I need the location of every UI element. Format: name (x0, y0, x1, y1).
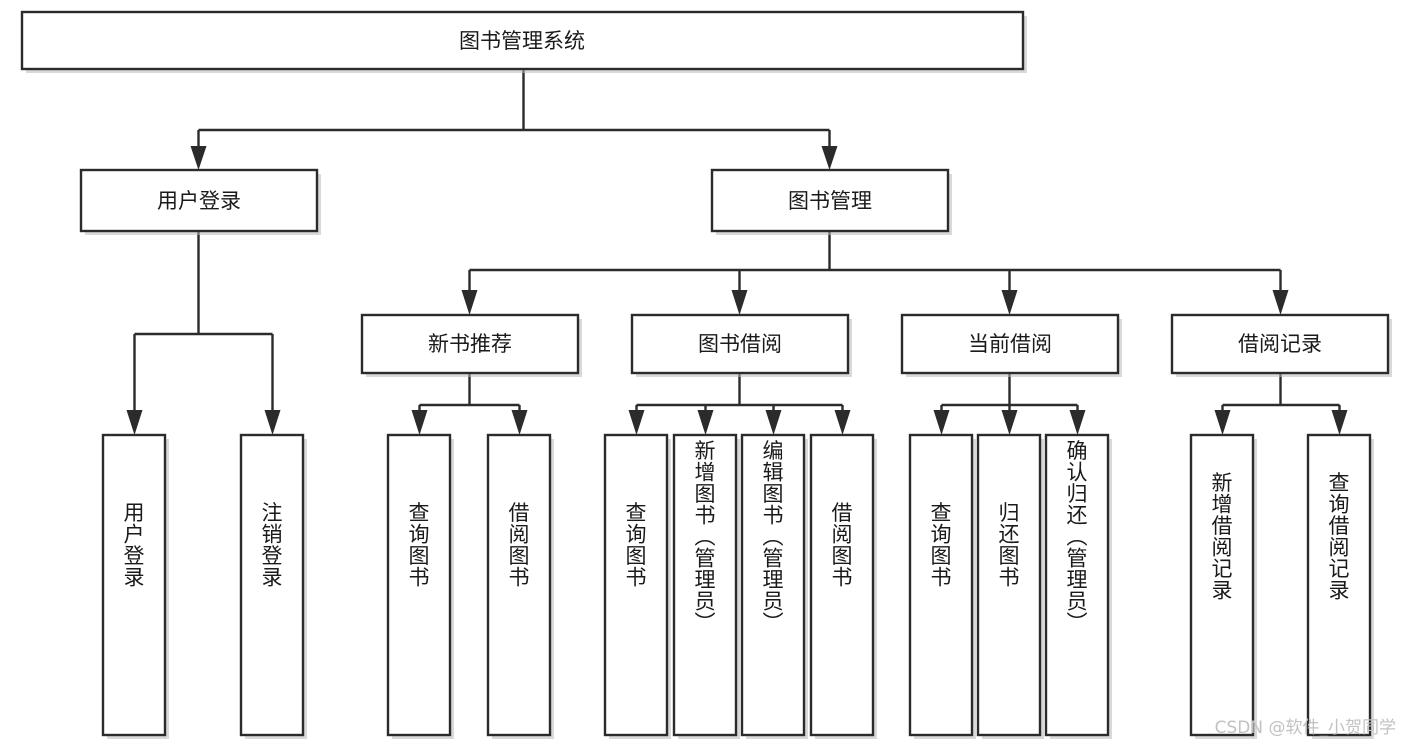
book-borrowing-label: 图书借阅 (698, 332, 782, 356)
leaf-1-label: 用户登录 (124, 501, 145, 590)
leaf-8-label: 借阅图书 (832, 501, 853, 590)
leaf-1-box (101, 433, 167, 737)
leaf-4-label: 借阅图书 (509, 501, 530, 590)
watermark: CSDN @软件_小贺同学 (1215, 718, 1396, 738)
leaf-9-label: 查询图书 (931, 501, 952, 590)
borrowing-record-box (1170, 313, 1390, 375)
arrowhead-leaf-10 (1001, 410, 1018, 435)
node-leaf-query-book-current[interactable]: 查询图书 (908, 433, 976, 739)
node-leaf-add-book-admin[interactable]: 新增图书︵管理员︶ (672, 433, 740, 739)
leaf-6-label: 新增图书︵管理员︶ (695, 439, 716, 635)
node-current-borrowing[interactable]: 当前借阅 (900, 313, 1122, 377)
node-leaf-query-book-borrow[interactable]: 查询图书 (603, 433, 671, 739)
arrowhead-book-borrow (731, 290, 748, 315)
leaf-7-box (740, 433, 806, 737)
leaf-2-box (239, 433, 305, 737)
arrowhead-leaf-13 (1331, 410, 1348, 435)
book-borrowing-box (630, 313, 850, 375)
arrowhead-leaf-3 (411, 410, 428, 435)
leaf-6-box (672, 433, 738, 737)
user-login-label: 用户登录 (157, 189, 241, 213)
user-login-box (79, 168, 319, 233)
leaf-4-box (486, 433, 552, 737)
leaf-12-box (1189, 433, 1255, 737)
leaf-8-box (809, 433, 875, 737)
node-leaf-logout[interactable]: 注销登录 (239, 433, 307, 739)
node-leaf-return-book[interactable]: 归还图书 (976, 433, 1044, 739)
arrowhead-leaf-12 (1214, 410, 1231, 435)
arrowhead-book-mgmt (821, 146, 838, 170)
node-borrowing-record[interactable]: 借阅记录 (1170, 313, 1392, 377)
node-leaf-borrow-book-borrow[interactable]: 借阅图书 (809, 433, 877, 739)
arrowhead-leaf-5 (628, 410, 645, 435)
node-new-book-recommendation[interactable]: 新书推荐 (360, 313, 582, 377)
root-label: 图书管理系统 (459, 29, 585, 53)
leaf-11-label: 确认归还︵管理员︶ (1067, 439, 1088, 635)
arrowhead-user-login (190, 146, 207, 170)
leaf-5-label: 查询图书 (626, 501, 647, 590)
leaf-2-label: 注销登录 (262, 501, 283, 590)
node-leaf-edit-book-admin[interactable]: 编辑图书︵管理员︶ (740, 433, 808, 739)
node-leaf-query-book-rec[interactable]: 查询图书 (386, 433, 454, 739)
root-box (20, 10, 1025, 71)
arrowhead-leaf-8 (834, 410, 851, 435)
node-leaf-query-borrow-record[interactable]: 查询借阅记录 (1306, 433, 1374, 739)
borrowing-record-label: 借阅记录 (1238, 332, 1322, 356)
arrowhead-current-borrow (1001, 290, 1018, 315)
arrowhead-new-book-rec (461, 290, 478, 315)
leaf-12-label: 新增借阅记录 (1212, 471, 1233, 603)
node-user-login[interactable]: 用户登录 (79, 168, 321, 235)
book-management-label: 图书管理 (788, 189, 872, 213)
arrowhead-leaf-2 (264, 410, 281, 435)
leaf-13-box (1306, 433, 1372, 737)
arrowhead-borrow-record (1272, 290, 1289, 315)
node-book-borrowing[interactable]: 图书借阅 (630, 313, 852, 377)
leaf-11-box (1044, 433, 1110, 737)
current-borrowing-box (900, 313, 1120, 375)
node-leaf-borrow-book-rec[interactable]: 借阅图书 (486, 433, 554, 739)
leaf-13-label: 查询借阅记录 (1329, 471, 1350, 603)
leaf-10-label: 归还图书 (999, 501, 1020, 590)
node-book-management[interactable]: 图书管理 (710, 168, 952, 235)
new-book-rec-label: 新书推荐 (428, 332, 512, 356)
arrowhead-leaf-4 (511, 410, 528, 435)
node-leaf-confirm-return-admin[interactable]: 确认归还︵管理员︶ (1044, 433, 1112, 739)
arrowhead-leaf-11 (1069, 410, 1086, 435)
node-root-book-management-system[interactable]: 图书管理系统 (20, 10, 1027, 73)
arrowhead-leaf-7 (765, 410, 782, 435)
leaf-7-label: 编辑图书︵管理员︶ (763, 439, 784, 635)
book-management-box (710, 168, 950, 233)
node-leaf-user-login[interactable]: 用户登录 (101, 433, 169, 739)
new-book-rec-box (360, 313, 580, 375)
current-borrowing-label: 当前借阅 (968, 332, 1052, 356)
node-leaf-add-borrow-record[interactable]: 新增借阅记录 (1189, 433, 1257, 739)
leaf-3-box (386, 433, 452, 737)
leaf-3-label: 查询图书 (409, 501, 430, 590)
leaf-10-box (976, 433, 1042, 737)
arrowhead-leaf-1 (126, 410, 143, 435)
edge-layer (126, 69, 1348, 435)
arrowhead-leaf-9 (933, 410, 950, 435)
leaf-5-box (603, 433, 669, 737)
arrowhead-leaf-6 (697, 410, 714, 435)
leaf-9-box (908, 433, 974, 737)
